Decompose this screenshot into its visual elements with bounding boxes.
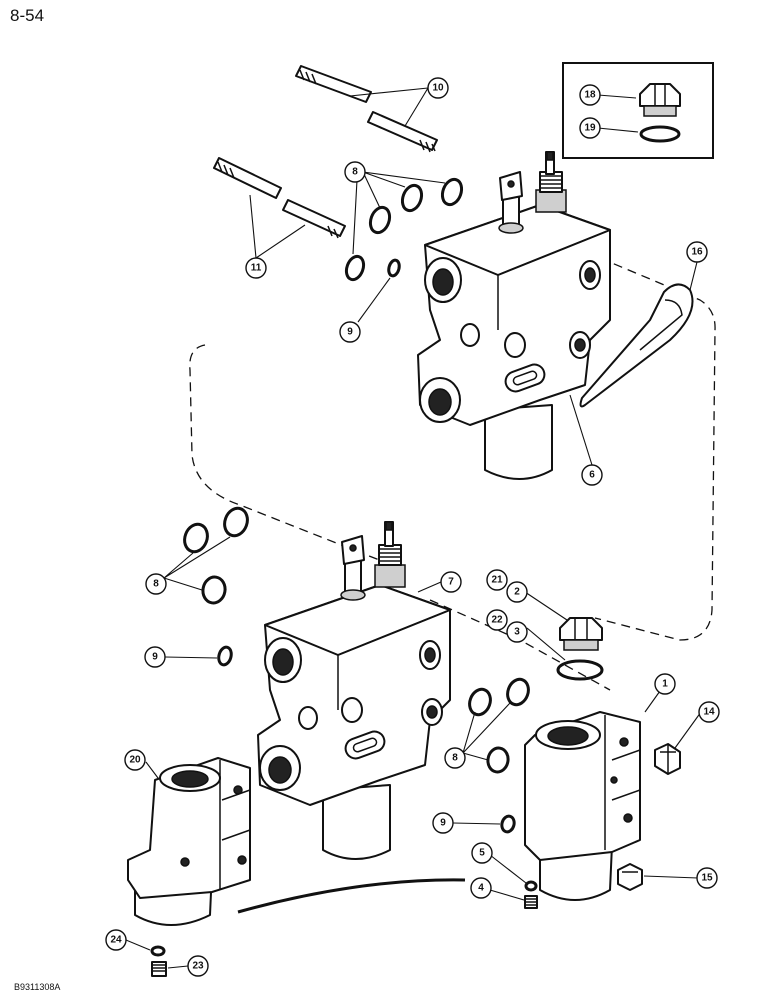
svg-text:19: 19	[584, 123, 596, 134]
inlet-section-20	[127, 757, 251, 926]
oring-8-right-c	[486, 746, 510, 774]
svg-text:9: 9	[440, 818, 446, 829]
svg-text:14: 14	[703, 707, 715, 718]
tie-rod-10	[295, 65, 438, 153]
svg-text:8: 8	[452, 753, 458, 764]
callout-11: 11	[245, 257, 267, 279]
svg-text:5: 5	[479, 848, 485, 859]
svg-text:24: 24	[110, 935, 122, 946]
svg-text:11: 11	[251, 263, 262, 274]
plug-2	[559, 617, 603, 651]
svg-text:4: 4	[478, 883, 484, 894]
nut-15	[617, 863, 643, 891]
callout-14: 14	[698, 701, 720, 723]
tube-line	[237, 878, 466, 914]
callout-1: 1	[654, 673, 676, 695]
callout-8-lower-right: 8	[444, 747, 466, 769]
tie-rod-11	[213, 157, 346, 239]
oring-9-upper	[387, 258, 401, 278]
callout-8-upper: 8	[344, 161, 366, 183]
callout-20: 20	[124, 749, 146, 771]
svg-text:8: 8	[352, 167, 358, 178]
svg-text:22: 22	[491, 615, 503, 626]
inset-box	[562, 62, 714, 159]
callout-9-lower-right: 9	[432, 812, 454, 834]
svg-text:6: 6	[589, 470, 595, 481]
callout-18: 18	[579, 84, 601, 106]
callout-24: 24	[105, 929, 127, 951]
callout-2: 2	[506, 581, 528, 603]
oring-8-lower-c	[201, 575, 227, 605]
oring-8-lower-b	[223, 506, 249, 538]
svg-text:21: 21	[491, 575, 503, 586]
svg-text:1: 1	[662, 679, 668, 690]
plug-18	[639, 83, 681, 117]
svg-text:16: 16	[691, 247, 703, 258]
svg-text:18: 18	[584, 90, 596, 101]
oring-8-right-a	[468, 687, 492, 717]
svg-text:9: 9	[152, 652, 158, 663]
oring-9-lower-left	[217, 645, 233, 667]
oring-5	[524, 880, 538, 892]
gasket-16	[579, 283, 694, 408]
callout-22: 22	[486, 609, 508, 631]
callout-21: 21	[486, 569, 508, 591]
callout-5: 5	[471, 842, 493, 864]
svg-text:2: 2	[514, 587, 520, 598]
svg-text:23: 23	[192, 961, 204, 972]
leader-lines	[125, 87, 702, 969]
svg-text:15: 15	[701, 873, 713, 884]
oring-8-upper-a	[368, 205, 392, 235]
callout-3: 3	[506, 621, 528, 643]
page-number: 8-54	[10, 6, 45, 25]
callout-10: 10	[427, 77, 449, 99]
callout-6: 6	[581, 464, 603, 486]
svg-text:7: 7	[448, 577, 454, 588]
oring-9-lower-right	[500, 814, 516, 834]
svg-text:20: 20	[129, 755, 141, 766]
svg-text:8: 8	[153, 579, 159, 590]
oring-8-upper-d	[344, 254, 366, 282]
svg-text:10: 10	[432, 83, 444, 94]
callout-4: 4	[470, 877, 492, 899]
oring-3	[556, 659, 604, 681]
callout-7: 7	[440, 571, 462, 593]
callout-8-lower-left: 8	[145, 573, 167, 595]
oring-8-upper-c	[440, 177, 464, 207]
oring-19	[639, 125, 681, 143]
phantom-outline-upper	[189, 344, 393, 566]
callout-9-upper: 9	[339, 321, 361, 343]
callout-19: 19	[579, 117, 601, 139]
oring-8-right-b	[506, 677, 530, 707]
svg-text:9: 9	[347, 327, 353, 338]
figure-code: B9311308A	[14, 982, 61, 992]
fitting-23	[151, 961, 167, 977]
valve-section-6	[417, 151, 611, 480]
callout-15: 15	[696, 867, 718, 889]
oring-8-upper-b	[400, 183, 424, 213]
callout-9-lower-left: 9	[144, 646, 166, 668]
callout-16: 16	[686, 241, 708, 263]
fitting-4	[524, 895, 538, 909]
valve-section-7	[257, 521, 451, 860]
outlet-section-1	[524, 711, 641, 901]
callout-23: 23	[187, 955, 209, 977]
svg-text:3: 3	[514, 627, 520, 638]
oring-24	[150, 945, 166, 957]
oring-8-lower-a	[183, 522, 209, 554]
